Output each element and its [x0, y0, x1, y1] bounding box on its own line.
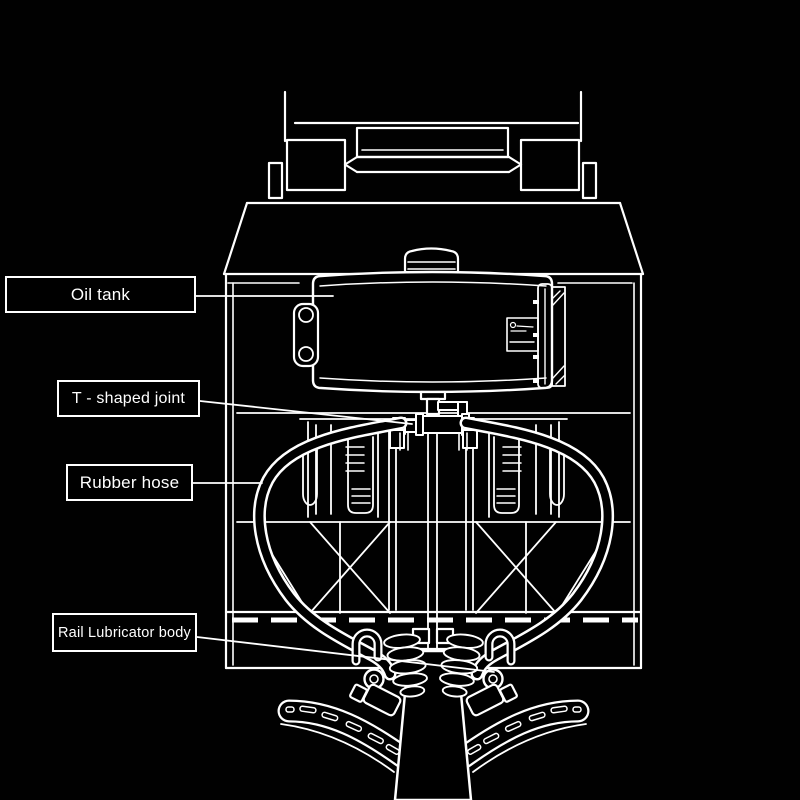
lubricator-left-drawing	[349, 628, 428, 717]
lubricator-leader-line	[196, 636, 495, 673]
oil-tank-label: Oil tank	[5, 276, 196, 313]
hood-drawing	[222, 201, 645, 276]
lubricator-body-label: Rail Lubricator body	[52, 613, 197, 652]
left-wing-drawing	[277, 699, 415, 773]
rubber-hose-label-text: Rubber hose	[79, 472, 180, 492]
oil-tank-label-text: Oil tank	[70, 284, 131, 304]
top-assembly-drawing	[267, 90, 598, 200]
frame-structure-drawing	[236, 412, 631, 653]
rubber-hose-left-drawing	[252, 416, 408, 681]
rubber-hose-label: Rubber hose	[66, 464, 193, 501]
oil-tank-drawing	[292, 247, 566, 416]
t-joint-leader-line	[199, 400, 413, 425]
right-wing-drawing	[452, 699, 590, 773]
leader-lines	[192, 295, 495, 673]
lubricator-body-label-text: Rail Lubricator body	[58, 624, 191, 641]
t-joint-label: T - shaped joint	[57, 380, 200, 417]
lubricator-right-drawing	[439, 628, 518, 717]
rubber-hose-right-drawing	[459, 416, 615, 681]
t-joint-label-text: T - shaped joint	[71, 389, 186, 407]
